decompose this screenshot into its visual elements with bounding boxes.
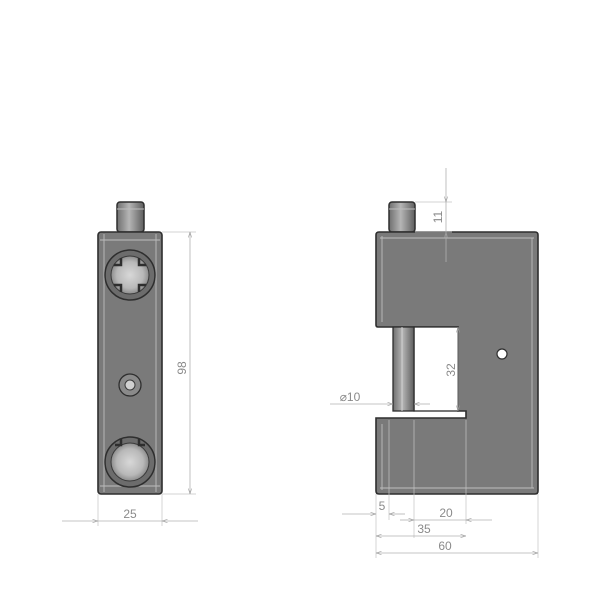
offset-dimension: 5 — [379, 499, 386, 513]
pin-height-dimension: 11 — [431, 210, 445, 223]
front-view-shaft — [392, 326, 415, 412]
front-view-body — [375, 231, 539, 495]
total-width-dimension: 60 — [438, 539, 452, 553]
opening-edge-dimension: 35 — [417, 522, 431, 536]
top-bolt-icon — [104, 249, 156, 301]
opening-height-dimension: 32 — [444, 363, 458, 377]
side-view-pin — [116, 201, 145, 233]
front-view-hole-icon — [496, 348, 508, 360]
pin-diameter-dimension: ⌀10 — [340, 390, 361, 404]
side-view: 98 25 — [62, 201, 198, 526]
front-view-pin — [388, 201, 416, 233]
opening-width-dimension: 20 — [439, 506, 453, 520]
side-view-body — [97, 231, 163, 495]
side-height-dimension: 98 — [175, 361, 189, 375]
side-width-dimension: 25 — [123, 507, 137, 521]
center-screw-icon — [118, 373, 142, 397]
front-view: 11 32 ⌀10 5 20 35 60 — [330, 168, 539, 558]
bottom-bolt-icon — [104, 436, 156, 488]
